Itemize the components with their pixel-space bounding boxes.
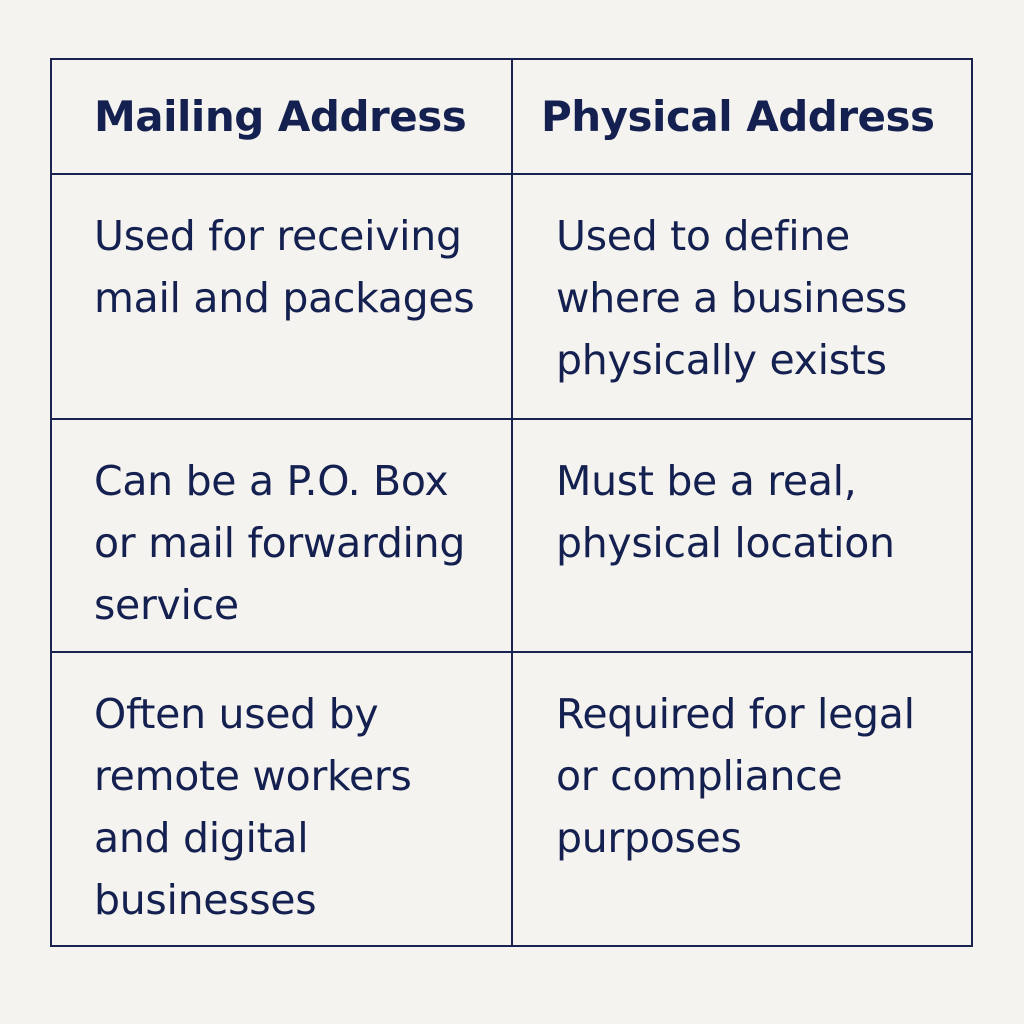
- row-1-mailing-line-2: mail and packages: [94, 274, 475, 322]
- row-3-physical-cell: Required for legal or compliance purpose…: [513, 653, 971, 945]
- row-2-mailing-line-3: service: [94, 581, 239, 629]
- row-3-physical-line-3: purposes: [556, 814, 742, 862]
- row-1-mailing-cell: Used for receiving mail and packages: [52, 175, 513, 420]
- row-1-physical-line-3: physically exists: [556, 336, 887, 384]
- row-2-physical-cell: Must be a real, physical location: [513, 420, 971, 653]
- row-1-physical-line-2: where a business: [556, 274, 908, 322]
- row-2-mailing-cell: Can be a P.O. Box or mail forwarding ser…: [52, 420, 513, 653]
- row-1-physical-line-1: Used to define: [556, 212, 850, 260]
- header-physical-address: Physical Address: [513, 60, 971, 175]
- row-3-mailing-line-4: businesses: [94, 876, 317, 924]
- row-3-physical-line-1: Required for legal: [556, 690, 915, 738]
- header-mailing-label: Mailing Address: [94, 92, 467, 141]
- row-1-mailing-line-1: Used for receiving: [94, 212, 462, 260]
- row-3-mailing-line-2: remote workers: [94, 752, 412, 800]
- row-3-mailing-cell: Often used by remote workers and digital…: [52, 653, 513, 945]
- row-3-mailing-line-3: and digital: [94, 814, 309, 862]
- row-2-mailing-line-1: Can be a P.O. Box: [94, 457, 449, 505]
- row-3-mailing-line-1: Often used by: [94, 690, 379, 738]
- comparison-table: Mailing Address Physical Address Used fo…: [50, 58, 973, 947]
- header-mailing-address: Mailing Address: [52, 60, 513, 175]
- row-2-physical-line-2: physical location: [556, 519, 895, 567]
- row-3-physical-line-2: or compliance: [556, 752, 843, 800]
- row-1-physical-cell: Used to define where a business physical…: [513, 175, 971, 420]
- header-physical-label: Physical Address: [541, 92, 935, 141]
- row-2-mailing-line-2: or mail forwarding: [94, 519, 466, 567]
- row-2-physical-line-1: Must be a real,: [556, 457, 857, 505]
